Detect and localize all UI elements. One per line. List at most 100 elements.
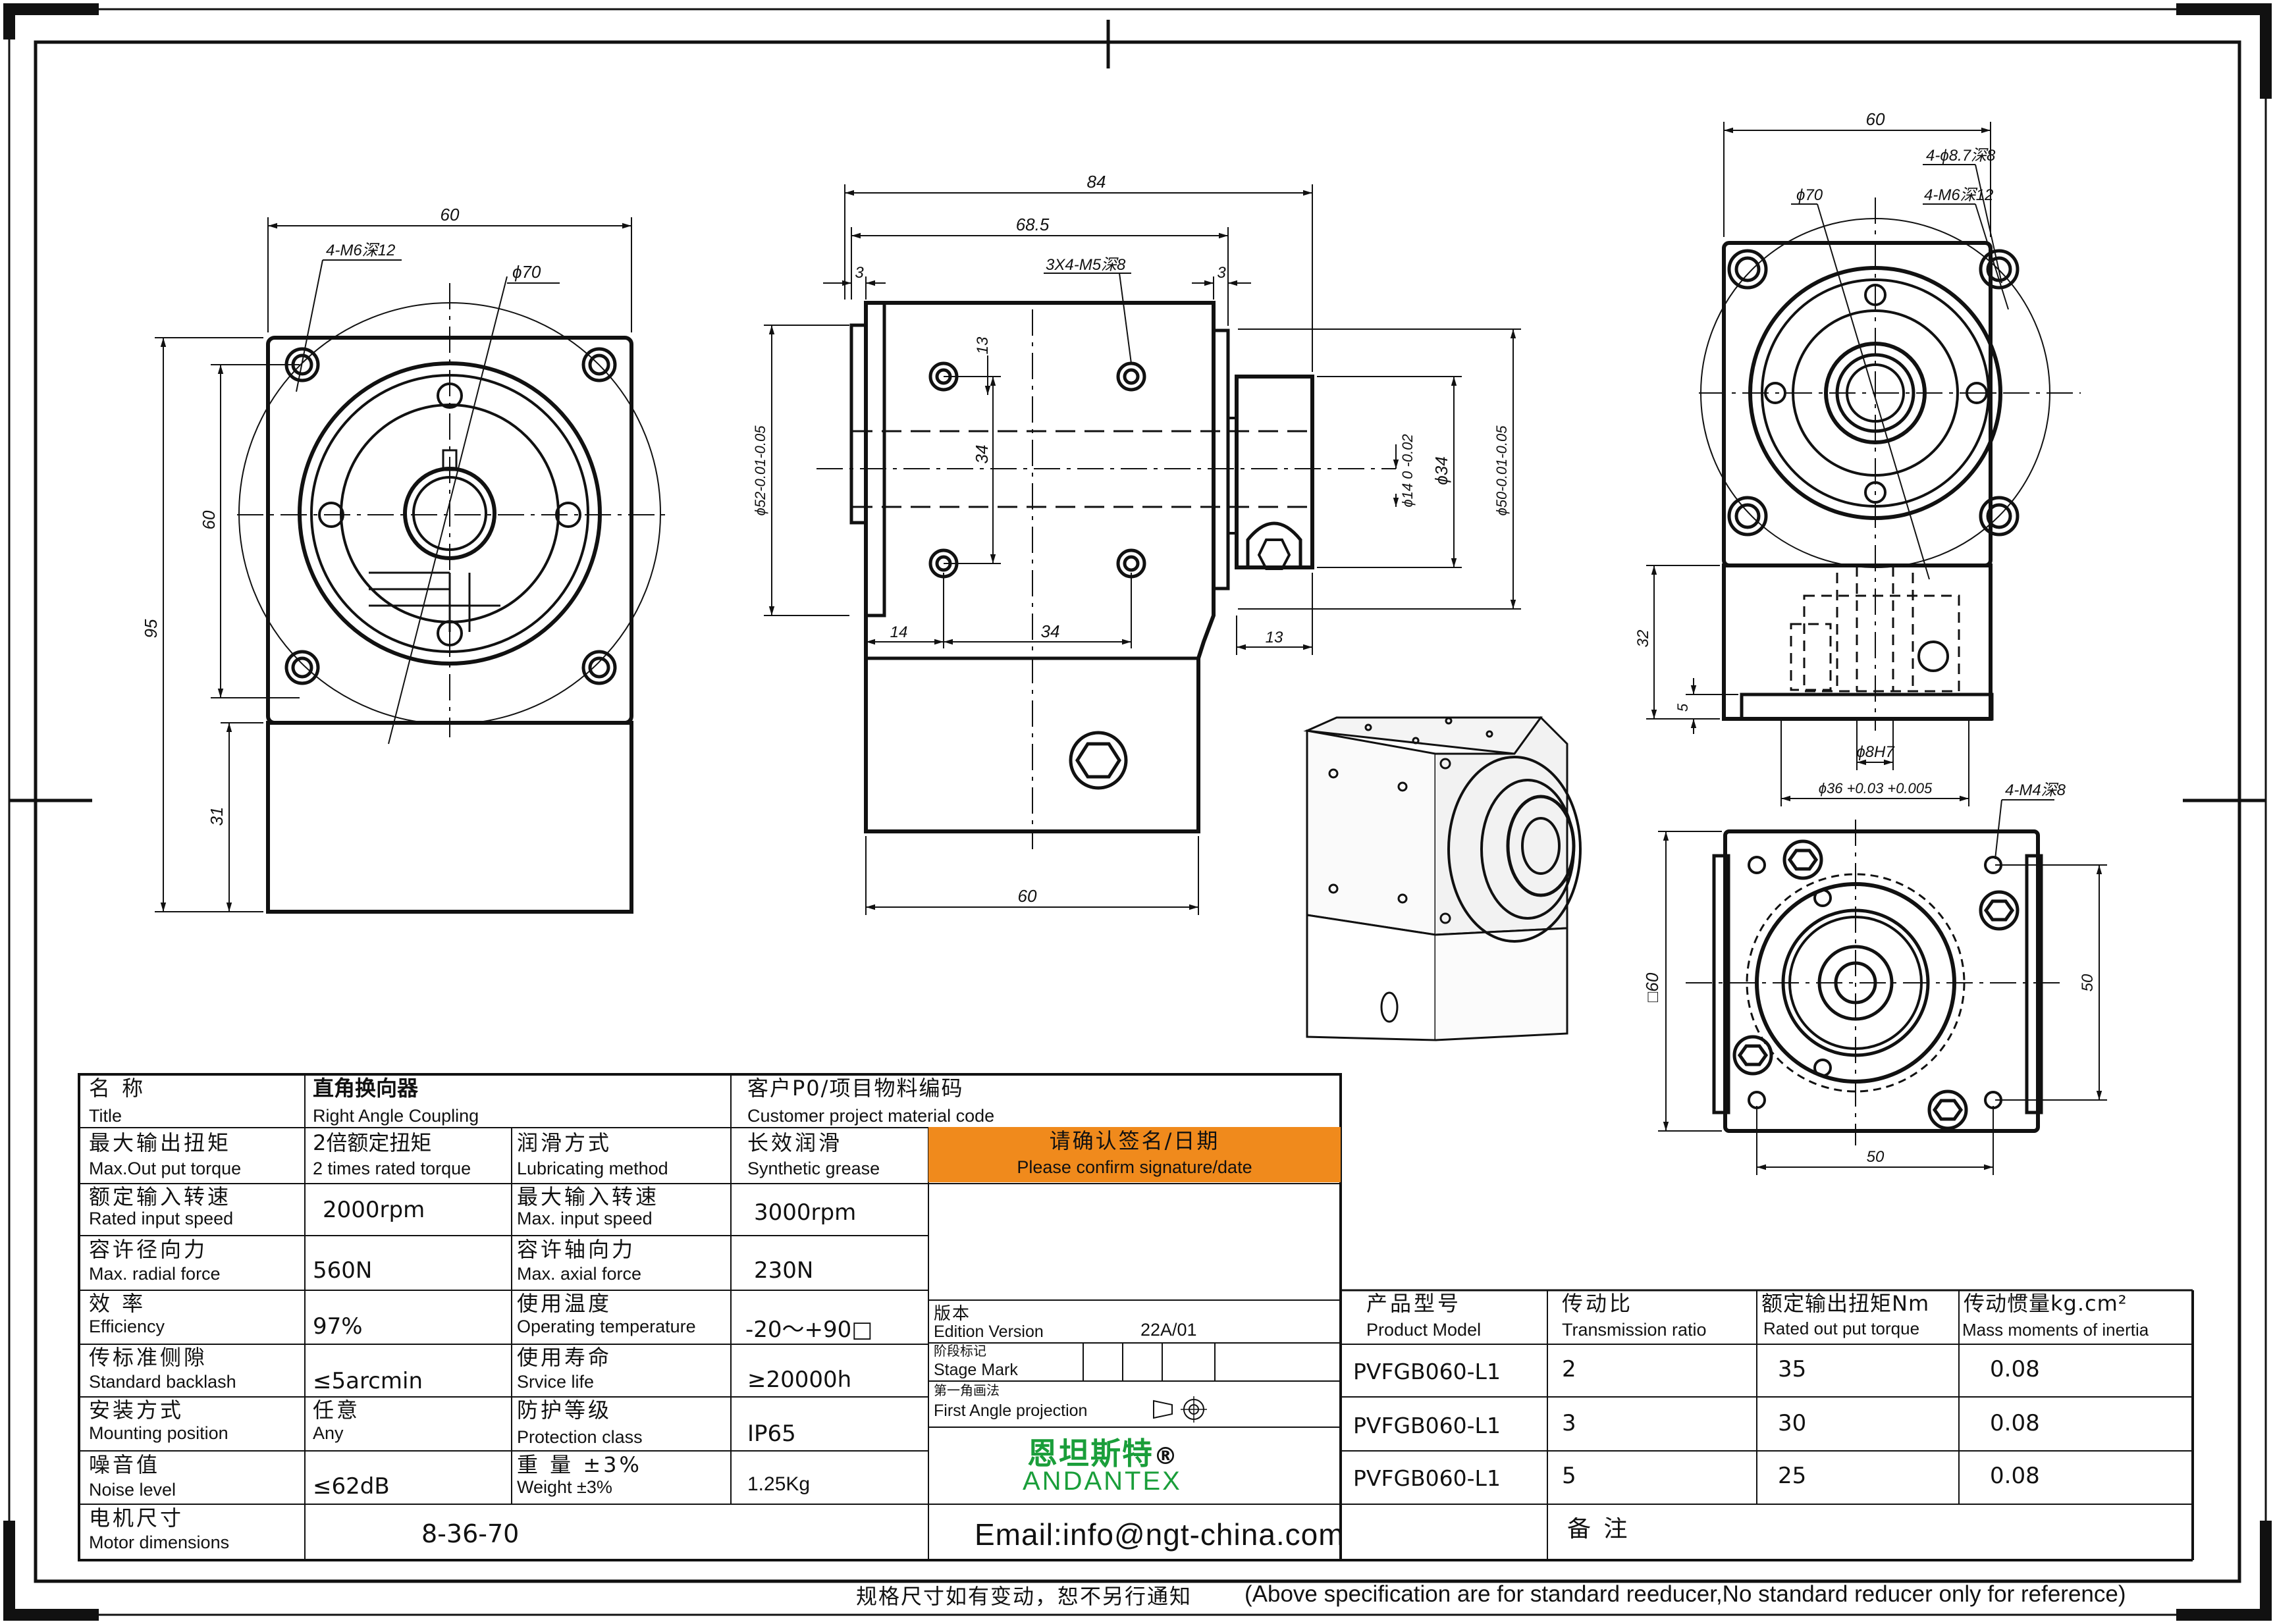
dim-front-h95: 95 [141, 619, 161, 638]
dim-side-phi52: ϕ52-0.01-0.05 [752, 425, 768, 516]
dim-side-13b: 13 [1266, 629, 1283, 646]
efficiency-label-en: Efficiency [89, 1317, 165, 1336]
temperature-value: -20〜+90□ [745, 1317, 873, 1343]
projection-label-zh: 第一角画法 [934, 1382, 1000, 1398]
max-torque-value-en: 2 times rated torque [313, 1159, 471, 1178]
rated-speed-value: 2000rpm [323, 1197, 425, 1223]
title-label-en: Title [89, 1106, 122, 1126]
radial-force-value: 560N [313, 1257, 373, 1284]
dim-front-phi70: ϕ70 [512, 262, 541, 282]
title-value-zh: 直角换向器 [313, 1076, 419, 1100]
axial-force-label-en: Max. axial force [517, 1264, 642, 1284]
brand-registered-mark: ® [1154, 1443, 1179, 1470]
dim-front-m6: 4-M6深12 [326, 242, 395, 259]
rated-speed-label-en: Rated input speed [89, 1209, 234, 1228]
dim-right-m6: 4-M6深12 [1924, 186, 1993, 204]
motor-dim-value: 8-36-70 [421, 1519, 520, 1548]
footer-note-zh: 规格尺寸如有变动，恕不另行通知 [856, 1584, 1192, 1609]
axial-force-label-zh: 容许轴向力 [517, 1238, 636, 1261]
max-torque-label-en: Max.Out put torque [89, 1159, 242, 1178]
model-row-2-inertia: 0.08 [1990, 1410, 2040, 1436]
edition-label-zh: 版本 [934, 1304, 971, 1324]
noise-label-zh: 噪音值 [89, 1453, 161, 1477]
stage-label-en: Stage Mark [934, 1361, 1018, 1379]
motor-dim-label-en: Motor dimensions [89, 1532, 230, 1552]
model-row-2-model: PVFGB060-L1 [1353, 1413, 1501, 1438]
mounting-value-zh: 任意 [313, 1398, 361, 1422]
torque-header-zh: 额定输出扭矩Nm [1761, 1292, 1930, 1315]
model-row-3-model: PVFGB060-L1 [1353, 1465, 1501, 1491]
dim-side-m5: 3X4-M5深8 [1046, 256, 1126, 274]
email-contact[interactable]: Email:info@ngt-china.com [975, 1517, 1345, 1552]
protection-value: IP65 [747, 1421, 796, 1447]
brand-logo-zh-text: 恩坦斯特 [1027, 1436, 1154, 1471]
model-row-1-torque: 35 [1778, 1356, 1807, 1382]
model-row-3-inertia: 0.08 [1990, 1463, 2040, 1489]
dim-right-phi70: ϕ70 [1796, 186, 1823, 204]
isometric-view [1303, 716, 1582, 1041]
model-row-1-ratio: 2 [1562, 1356, 1576, 1382]
dim-side-phi34: ϕ34 [1432, 456, 1451, 485]
dimension-lines [155, 122, 2107, 1423]
service-life-label-en: Srvice life [517, 1372, 595, 1392]
edition-label-en: Edition Version [934, 1323, 1044, 1341]
inertia-header-en: Mass moments of inertia [1962, 1320, 2149, 1340]
mounting-label-zh: 安装方式 [89, 1398, 184, 1422]
dim-side-3b: 3 [1217, 264, 1226, 282]
confirm-label-zh: 请确认签名/日期 [1049, 1129, 1220, 1153]
customer-code-label-en: Customer project material code [747, 1106, 995, 1126]
model-header-zh: 产品型号 [1366, 1292, 1462, 1315]
right-top-view [1699, 197, 2081, 731]
rated-speed-label-zh: 额定输入转速 [89, 1185, 232, 1209]
confirm-banner [928, 1127, 1341, 1182]
backlash-value: ≤5arcmin [313, 1368, 423, 1394]
protection-label-zh: 防护等级 [517, 1398, 612, 1422]
drawing-frame [3, 3, 2272, 1621]
dim-right-h32: 32 [1634, 630, 1652, 648]
lubrication-label-zh: 润滑方式 [517, 1131, 612, 1155]
model-row-2-torque: 30 [1778, 1410, 1807, 1436]
max-torque-label-zh: 最大输出扭矩 [89, 1131, 232, 1155]
temperature-label-en: Operating temperature [517, 1317, 696, 1336]
dim-front-60: 60 [441, 205, 460, 224]
ratio-header-zh: 传动比 [1562, 1292, 1634, 1315]
model-header-en: Product Model [1366, 1320, 1482, 1340]
model-row-1-inertia: 0.08 [1990, 1356, 2040, 1382]
brand-logo-en: ANDANTEX [1023, 1467, 1182, 1496]
protection-label-en: Protection class [517, 1427, 643, 1447]
lubrication-label-en: Lubricating method [517, 1159, 668, 1178]
weight-label-en: Weight ±3% [517, 1477, 612, 1497]
model-row-3-ratio: 5 [1562, 1463, 1576, 1489]
front-view [237, 276, 665, 914]
dim-side-phi14: ϕ14 0 -0.02 [1399, 434, 1416, 507]
dim-side-60: 60 [1018, 886, 1037, 906]
backlash-label-zh: 传标准侧隙 [89, 1346, 208, 1369]
dim-side-13a: 13 [974, 336, 992, 354]
dim-front-h60: 60 [199, 510, 219, 529]
max-torque-value-zh: 2倍额定扭矩 [313, 1131, 432, 1155]
projection-label-en: First Angle projection [934, 1401, 1088, 1420]
max-speed-value: 3000rpm [754, 1199, 857, 1226]
noise-label-en: Noise level [89, 1480, 176, 1500]
dim-right-sq60: □60 [1642, 972, 1662, 1002]
dim-right-phi36: ϕ36 +0.03 +0.005 [1819, 780, 1933, 797]
dim-right-h5: 5 [1674, 703, 1691, 712]
dim-right-m87: 4-ϕ8.7深8 [1926, 147, 1996, 165]
temperature-label-zh: 使用温度 [517, 1292, 612, 1315]
brand-logo-zh: 恩坦斯特® [1027, 1430, 1264, 1473]
service-life-value: ≥20000h [747, 1367, 852, 1393]
title-value-en: Right Angle Coupling [313, 1106, 479, 1126]
inertia-header-zh: 传动惯量kg.cm² [1964, 1292, 2128, 1315]
stage-label-zh: 阶段标记 [934, 1343, 986, 1359]
dim-side-phi50: ϕ50-0.01-0.05 [1493, 425, 1510, 516]
dim-side-34v: 34 [972, 445, 992, 464]
backlash-label-en: Standard backlash [89, 1372, 236, 1392]
dim-side-3a: 3 [855, 264, 864, 282]
torque-header-en: Rated out put torque [1763, 1319, 1920, 1338]
radial-force-label-zh: 容许径向力 [89, 1238, 208, 1261]
confirm-label-en: Please confirm signature/date [1017, 1157, 1252, 1177]
efficiency-label-zh: 效 率 [89, 1292, 146, 1315]
weight-label-zh: 重 量 ±3% [517, 1453, 642, 1477]
dim-right-60: 60 [1866, 109, 1885, 129]
